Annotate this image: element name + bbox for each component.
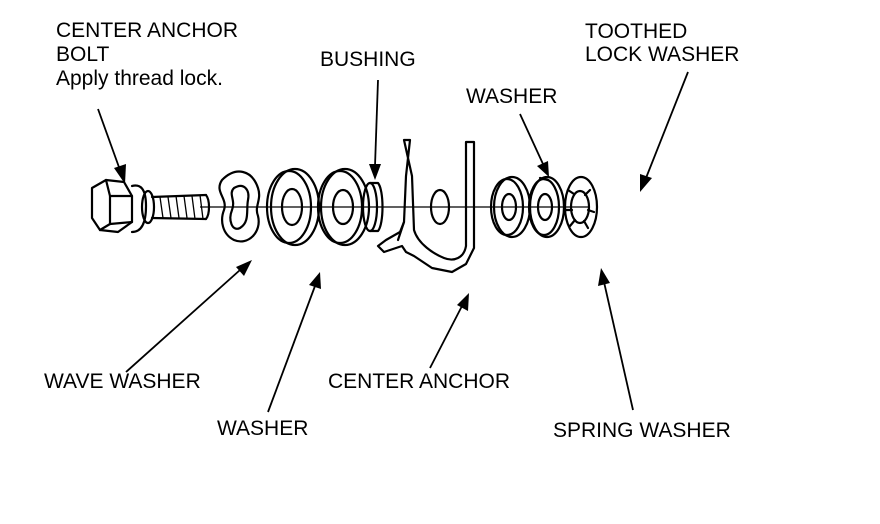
leader-toothed-lock-washer: [640, 71, 689, 192]
leader-spring-washer: [598, 268, 634, 411]
spring-washer-label: SPRING WASHER: [553, 419, 731, 442]
toothed-lock-washer-label-line2: LOCK WASHER: [585, 43, 739, 66]
center-anchor: [376, 138, 476, 274]
center-anchor-bolt-label-line2: BOLT: [56, 43, 109, 66]
bushing: [361, 181, 384, 233]
center-anchor-bolt: [90, 178, 211, 234]
washer-top-label: WASHER: [466, 85, 557, 108]
bushing-label: BUSHING: [320, 48, 416, 71]
center-anchor-label: CENTER ANCHOR: [328, 370, 510, 393]
leader-center-anchor: [429, 293, 469, 369]
leader-wave-washer: [125, 260, 252, 373]
wave-washer: [218, 170, 261, 243]
leader-bushing: [369, 79, 381, 180]
leader-washer-bottom: [267, 272, 321, 413]
toothed-lock-washer-label-line1: TOOTHED: [585, 20, 687, 43]
center-anchor-bolt-note: Apply thread lock.: [56, 67, 223, 90]
washer-bottom-label: WASHER: [217, 417, 308, 440]
wave-washer-label: WAVE WASHER: [44, 370, 201, 393]
leader-bolt: [97, 108, 126, 184]
toothed-lock-washer: [563, 175, 599, 239]
leader-washer-top: [519, 113, 549, 177]
center-anchor-bolt-label-line1: CENTER ANCHOR: [56, 19, 238, 42]
